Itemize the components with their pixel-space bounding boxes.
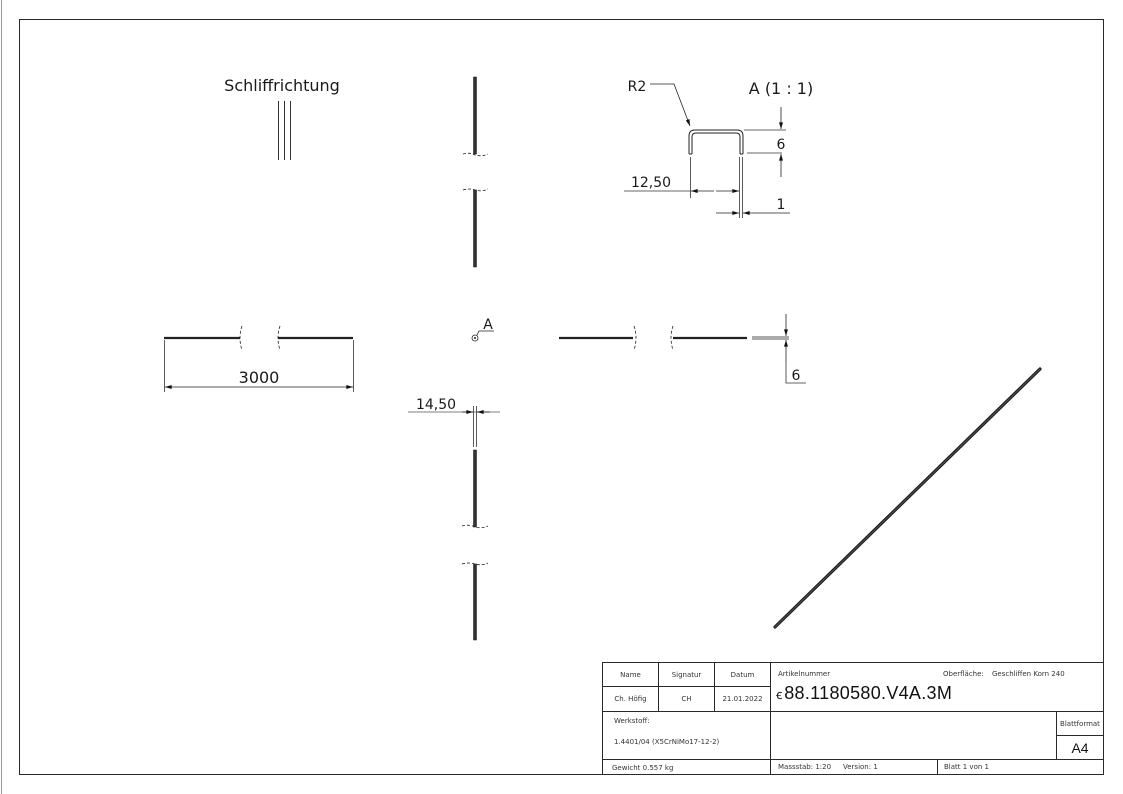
article-prefix-icon: ꞓ bbox=[776, 688, 783, 703]
detail-marker-label: A bbox=[483, 317, 493, 333]
top-view bbox=[462, 76, 489, 268]
article-number-header: Artikelnummer bbox=[778, 670, 831, 678]
surface-value: Geschliffen Korn 240 bbox=[992, 670, 1065, 678]
front-view: 14,50 bbox=[408, 397, 500, 641]
weight-value: Gewicht 0.557 kg bbox=[612, 763, 674, 772]
detail-width-dimension: 12,50 bbox=[631, 175, 671, 191]
detail-marker: A bbox=[471, 317, 494, 342]
side-height-dimension: 6 bbox=[792, 368, 801, 384]
sheet-format-value: A4 bbox=[1071, 739, 1089, 756]
date-header: Datum bbox=[730, 670, 755, 679]
left-view: 3000 bbox=[164, 325, 354, 392]
version-value: Version: 1 bbox=[843, 763, 878, 771]
sheet-format-header: Blattformat bbox=[1060, 719, 1100, 728]
length-dimension: 3000 bbox=[239, 368, 280, 387]
isometric-view bbox=[773, 367, 1042, 629]
detail-view-a: A (1 : 1) R2 6 12,50 1 bbox=[624, 79, 813, 218]
radius-dimension: R2 bbox=[628, 79, 647, 95]
surface-header: Oberfläche: bbox=[943, 670, 984, 678]
signature-header: Signatur bbox=[671, 670, 702, 679]
front-width-dimension: 14,50 bbox=[416, 397, 456, 413]
scale-value: Massstab: 1:20 bbox=[778, 763, 832, 771]
name-value: Ch. Höfig bbox=[614, 695, 647, 703]
date-value: 21.01.2022 bbox=[722, 695, 763, 703]
grinding-direction-label: Schliffrichtung bbox=[224, 76, 340, 95]
signature-value: CH bbox=[681, 695, 692, 703]
drawing-frame bbox=[19, 19, 1104, 775]
grinding-direction-symbol: Schliffrichtung bbox=[224, 76, 340, 160]
material-header: Werkstoff: bbox=[614, 717, 650, 725]
title-block: Name Signatur Datum Ch. Höfig CH 21.01.2… bbox=[602, 662, 1104, 775]
page-edge-line bbox=[1, 0, 2, 794]
name-header: Name bbox=[620, 670, 641, 679]
detail-height-dimension: 6 bbox=[777, 137, 786, 153]
side-view: 6 bbox=[559, 314, 806, 384]
detail-thickness-dimension: 1 bbox=[777, 197, 786, 213]
sheet-number-value: Blatt 1 von 1 bbox=[944, 763, 989, 771]
article-number-value: 88.1180580.V4A.3M bbox=[784, 683, 953, 703]
article-number: ꞓ 88.1180580.V4A.3M bbox=[776, 683, 952, 704]
material-value: 1.4401/04 (X5CrNiMo17-12-2) bbox=[614, 738, 720, 746]
detail-view-label: A (1 : 1) bbox=[749, 79, 813, 98]
